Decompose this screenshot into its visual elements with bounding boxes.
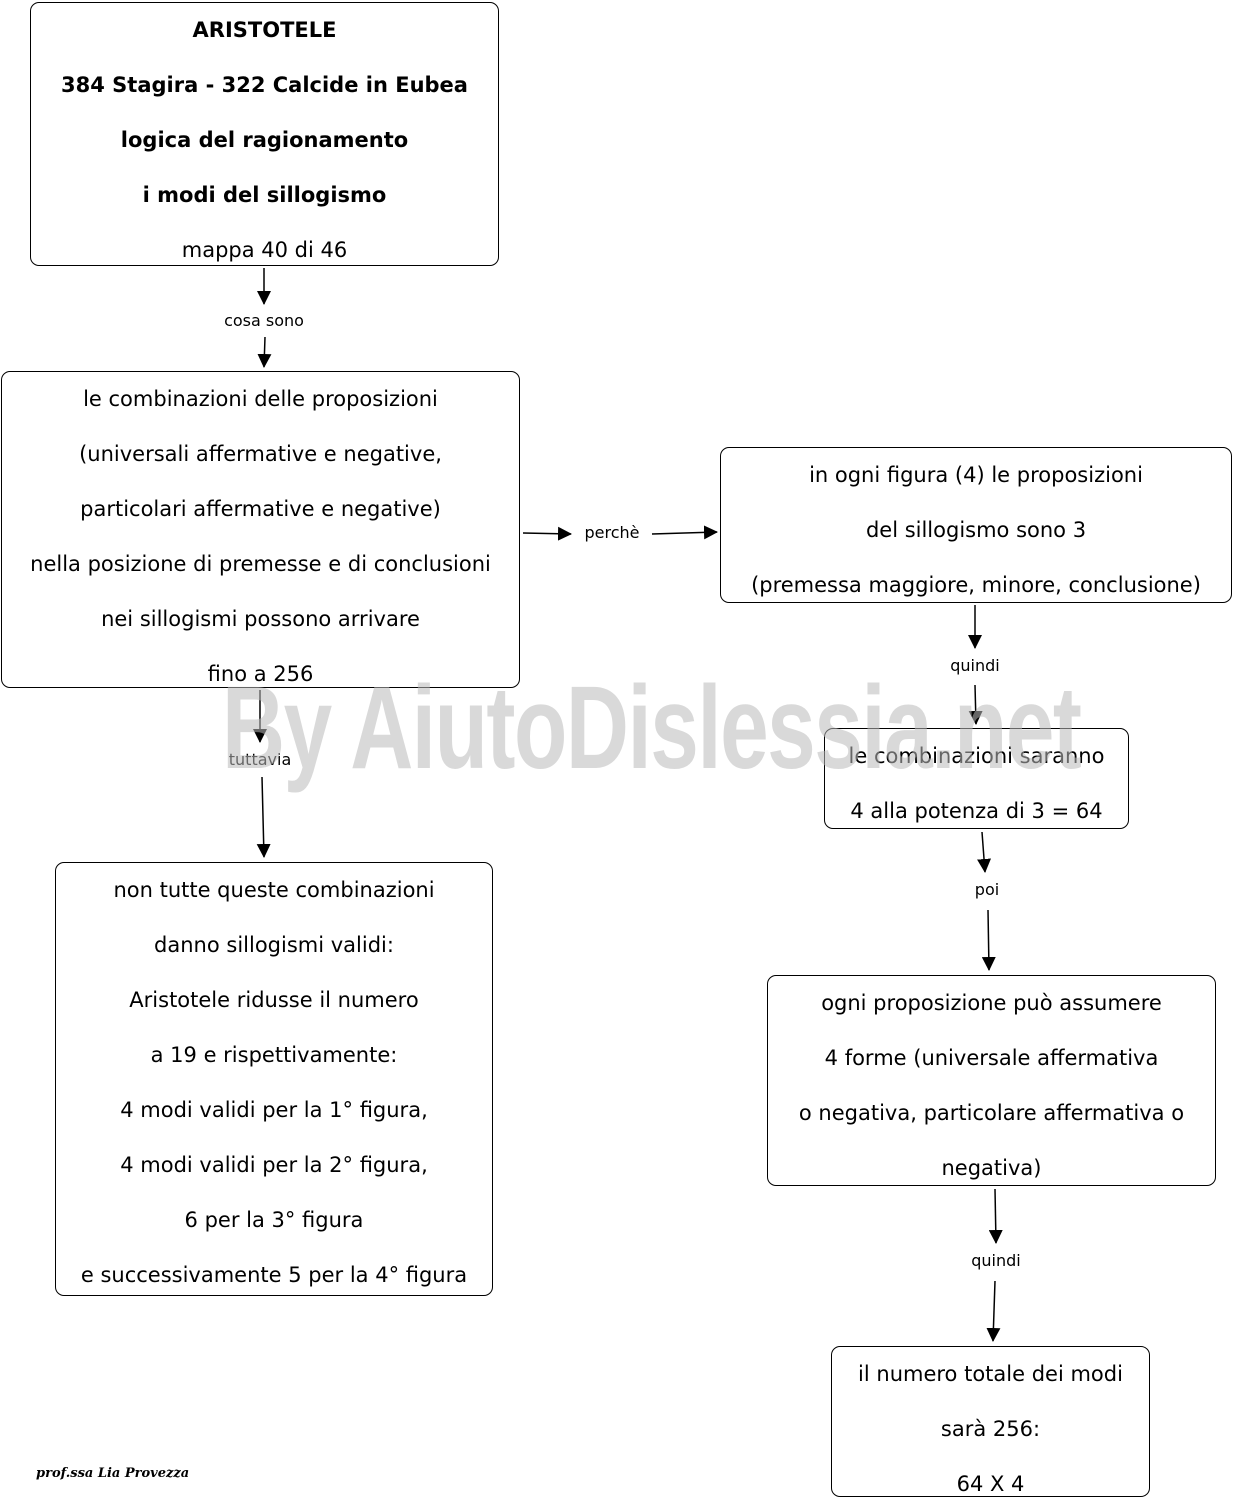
arrow-tuttavia-bottom [256, 776, 271, 858]
node-aristotele-dates: 384 Stagira - 322 Calcide in Eubea [61, 73, 468, 97]
node-forme-line-1: ogni proposizione può assumere [821, 991, 1162, 1015]
node-saranno-line-2: 4 alla potenza di 3 = 64 [850, 799, 1103, 823]
node-combinazioni-line-2: (universali affermative e negative, [79, 442, 442, 466]
edge-label-quindi-1: quindi [950, 656, 1000, 676]
node-aristotele-map-number: mappa 40 di 46 [181, 238, 348, 262]
node-totale-line-2: sarà 256: [940, 1417, 1041, 1441]
arrow-quindi-2-top [988, 1188, 1003, 1244]
node-validi-line-5: 4 modi validi per la 1° figura, [120, 1098, 428, 1122]
node-aristotele-topic: logica del ragionamento [120, 128, 409, 152]
node-saranno-line-1: le combinazioni saranno [848, 744, 1105, 768]
arrow-perche-right [651, 525, 718, 540]
arrow-cosa-sono-bottom [257, 336, 272, 368]
node-figura-line-2: del sillogismo sono 3 [865, 518, 1087, 542]
node-forme-line-2: 4 forme (universale affermativa [824, 1046, 1159, 1070]
node-totale-line-3: 64 X 4 [956, 1472, 1025, 1496]
node-combinazioni-line-3: particolari affermative e negative) [80, 497, 441, 521]
edge-label-quindi-2: quindi [971, 1251, 1021, 1271]
node-aristotele: ARISTOTELE 384 Stagira - 322 Calcide in … [30, 2, 499, 266]
node-figura-line-3: (premessa maggiore, minore, conclusione) [751, 573, 1201, 597]
arrow-poi-bottom [981, 909, 996, 971]
edge-label-tuttavia: tuttavia [228, 750, 292, 770]
edge-label-poi: poi [974, 880, 1000, 900]
node-forme-line-4: negativa) [941, 1156, 1042, 1180]
node-combinazioni-line-5: nei sillogismi possono arrivare [101, 607, 420, 631]
node-validi-line-6: 4 modi validi per la 2° figura, [120, 1153, 428, 1177]
node-figura: in ogni figura (4) le proposizioni del s… [720, 447, 1232, 603]
arrow-quindi-1-bottom [968, 684, 983, 725]
node-combinazioni-line-4: nella posizione di premesse e di conclus… [30, 552, 491, 576]
node-combinazioni-line-1: le combinazioni delle proposizioni [83, 387, 438, 411]
node-validi: non tutte queste combinazioni danno sill… [55, 862, 493, 1296]
node-forme-line-3: o negativa, particolare affermativa o [798, 1101, 1185, 1125]
node-validi-line-1: non tutte queste combinazioni [113, 878, 435, 902]
node-validi-line-4: a 19 e rispettivamente: [150, 1043, 398, 1067]
edge-label-perche: perchè [584, 523, 640, 543]
node-totale: il numero totale dei modi sarà 256: 64 X… [831, 1346, 1150, 1497]
node-validi-line-7: 6 per la 3° figura [184, 1208, 364, 1232]
edge-label-cosa-sono: cosa sono [224, 311, 304, 331]
node-validi-line-3: Aristotele ridusse il numero [129, 988, 419, 1012]
node-validi-line-2: danno sillogismi validi: [154, 933, 394, 957]
node-totale-line-1: il numero totale dei modi [858, 1362, 1123, 1386]
arrow-perche-left [522, 526, 572, 541]
node-saranno: le combinazioni saranno 4 alla potenza d… [824, 728, 1129, 829]
author-signature: prof.ssa Lia Provezza [36, 1466, 190, 1481]
arrow-quindi-2-bottom [986, 1280, 1001, 1342]
arrow-poi-top [977, 831, 992, 873]
node-combinazioni-line-6: fino a 256 [207, 662, 314, 686]
node-aristotele-subtopic: i modi del sillogismo [142, 183, 387, 207]
node-forme: ogni proposizione può assumere 4 forme (… [767, 975, 1216, 1186]
node-figura-line-1: in ogni figura (4) le proposizioni [809, 463, 1143, 487]
node-validi-line-8: e successivamente 5 per la 4° figura [80, 1263, 468, 1287]
node-aristotele-title: ARISTOTELE [192, 18, 337, 42]
node-combinazioni: le combinazioni delle proposizioni (univ… [1, 371, 520, 688]
